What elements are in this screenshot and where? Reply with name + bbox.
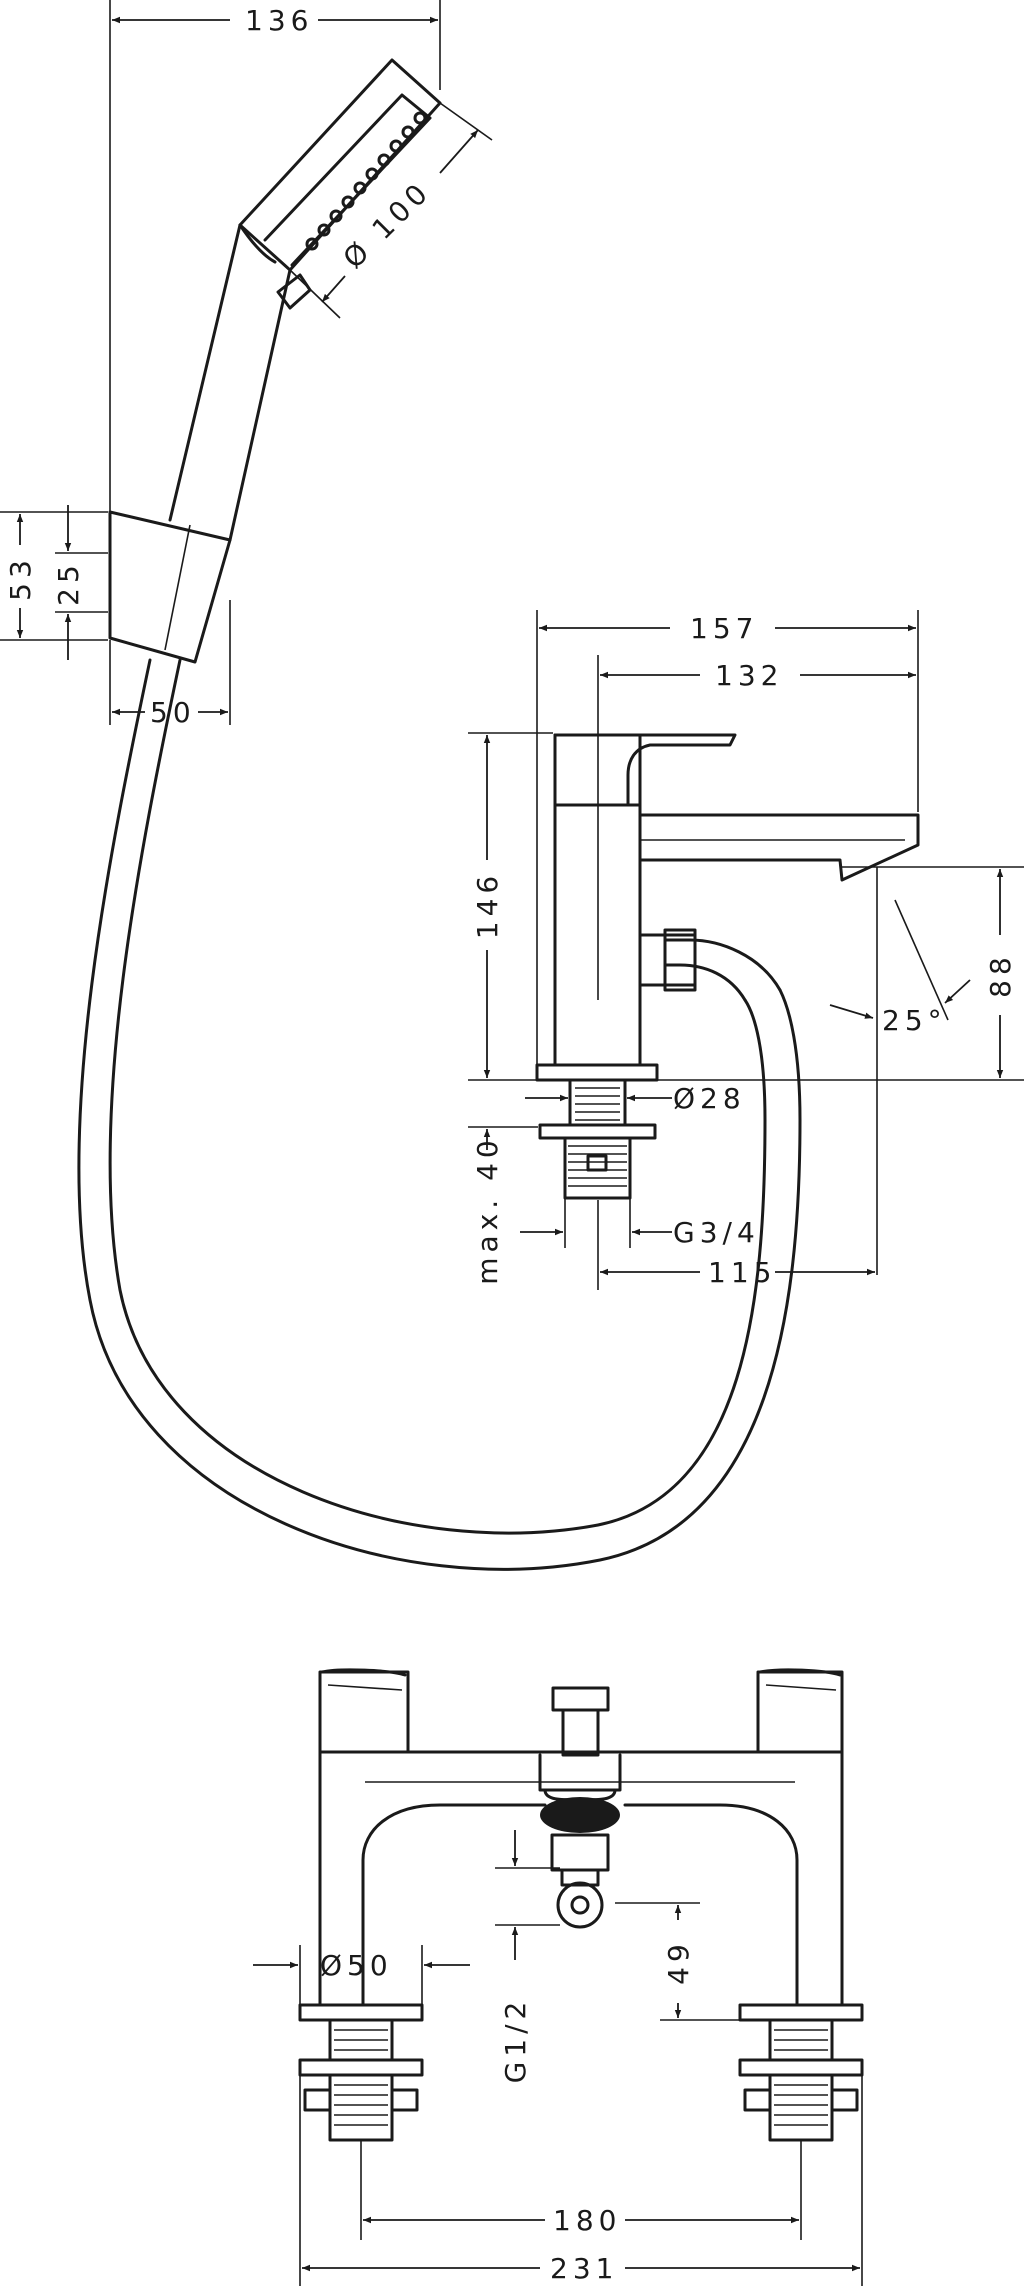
dim-180: 180 [360,2140,802,2240]
dim-g34: G3/4 [520,1198,760,1249]
dim-53-label: 53 [4,555,37,601]
dim-146-label: 146 [471,871,504,939]
dim-136-label: 136 [245,4,313,37]
dim-50-bottom: Ø50 [253,1945,470,2005]
dim-132-label: 132 [715,659,783,692]
dim-g34-label: G3/4 [673,1216,760,1249]
dim-88: 88 [842,866,1024,1078]
front-thread-lines [334,2029,828,2126]
dim-49: 49 [615,1902,740,2021]
wall-holder [108,510,232,664]
dim-28-label: Ø28 [673,1082,746,1115]
dim-231-label: 231 [550,2252,618,2285]
dim-115: 115 [597,1200,875,1290]
dim-g12: G1/2 [495,1830,560,2083]
thread-lines [568,1087,627,1187]
dim-132: 132 [597,655,916,1000]
dim-50-bottom-label: Ø50 [320,1949,393,1982]
dim-g12-label: G1/2 [499,1997,532,2084]
dim-49-label: 49 [662,1939,695,1985]
dim-28: Ø28 [525,1082,746,1115]
dim-157: 157 [536,610,919,1070]
dim-25: 25 [52,505,108,660]
dim-max40-label: max. 40 [471,1135,504,1284]
dim-115-label: 115 [708,1256,776,1289]
dim-157-label: 157 [690,612,758,645]
dim-146: 146 [468,732,1024,1081]
dim-50-top: 50 [109,600,231,729]
dim-angle-25: 25° [829,867,971,1275]
hose [77,658,802,1571]
dim-180-label: 180 [553,2204,621,2237]
dim-231: 231 [299,2075,863,2286]
dim-100-label: Ø 100 [337,174,438,275]
dim-136: 136 [109,0,441,515]
dim-angle-25-label: 25° [882,1004,947,1037]
dim-max40: max. 40 [468,1126,538,1285]
dim-50-top-label: 50 [150,696,196,729]
dim-100: Ø 100 [289,102,493,319]
hand-shower [168,58,442,542]
dim-88-label: 88 [984,952,1017,998]
nozzle-row [305,111,427,251]
dim-25-label: 25 [52,560,85,606]
mixer-front-view [298,1668,864,2142]
dim-53: 53 [0,511,108,641]
mixer-side-view [535,733,920,1200]
